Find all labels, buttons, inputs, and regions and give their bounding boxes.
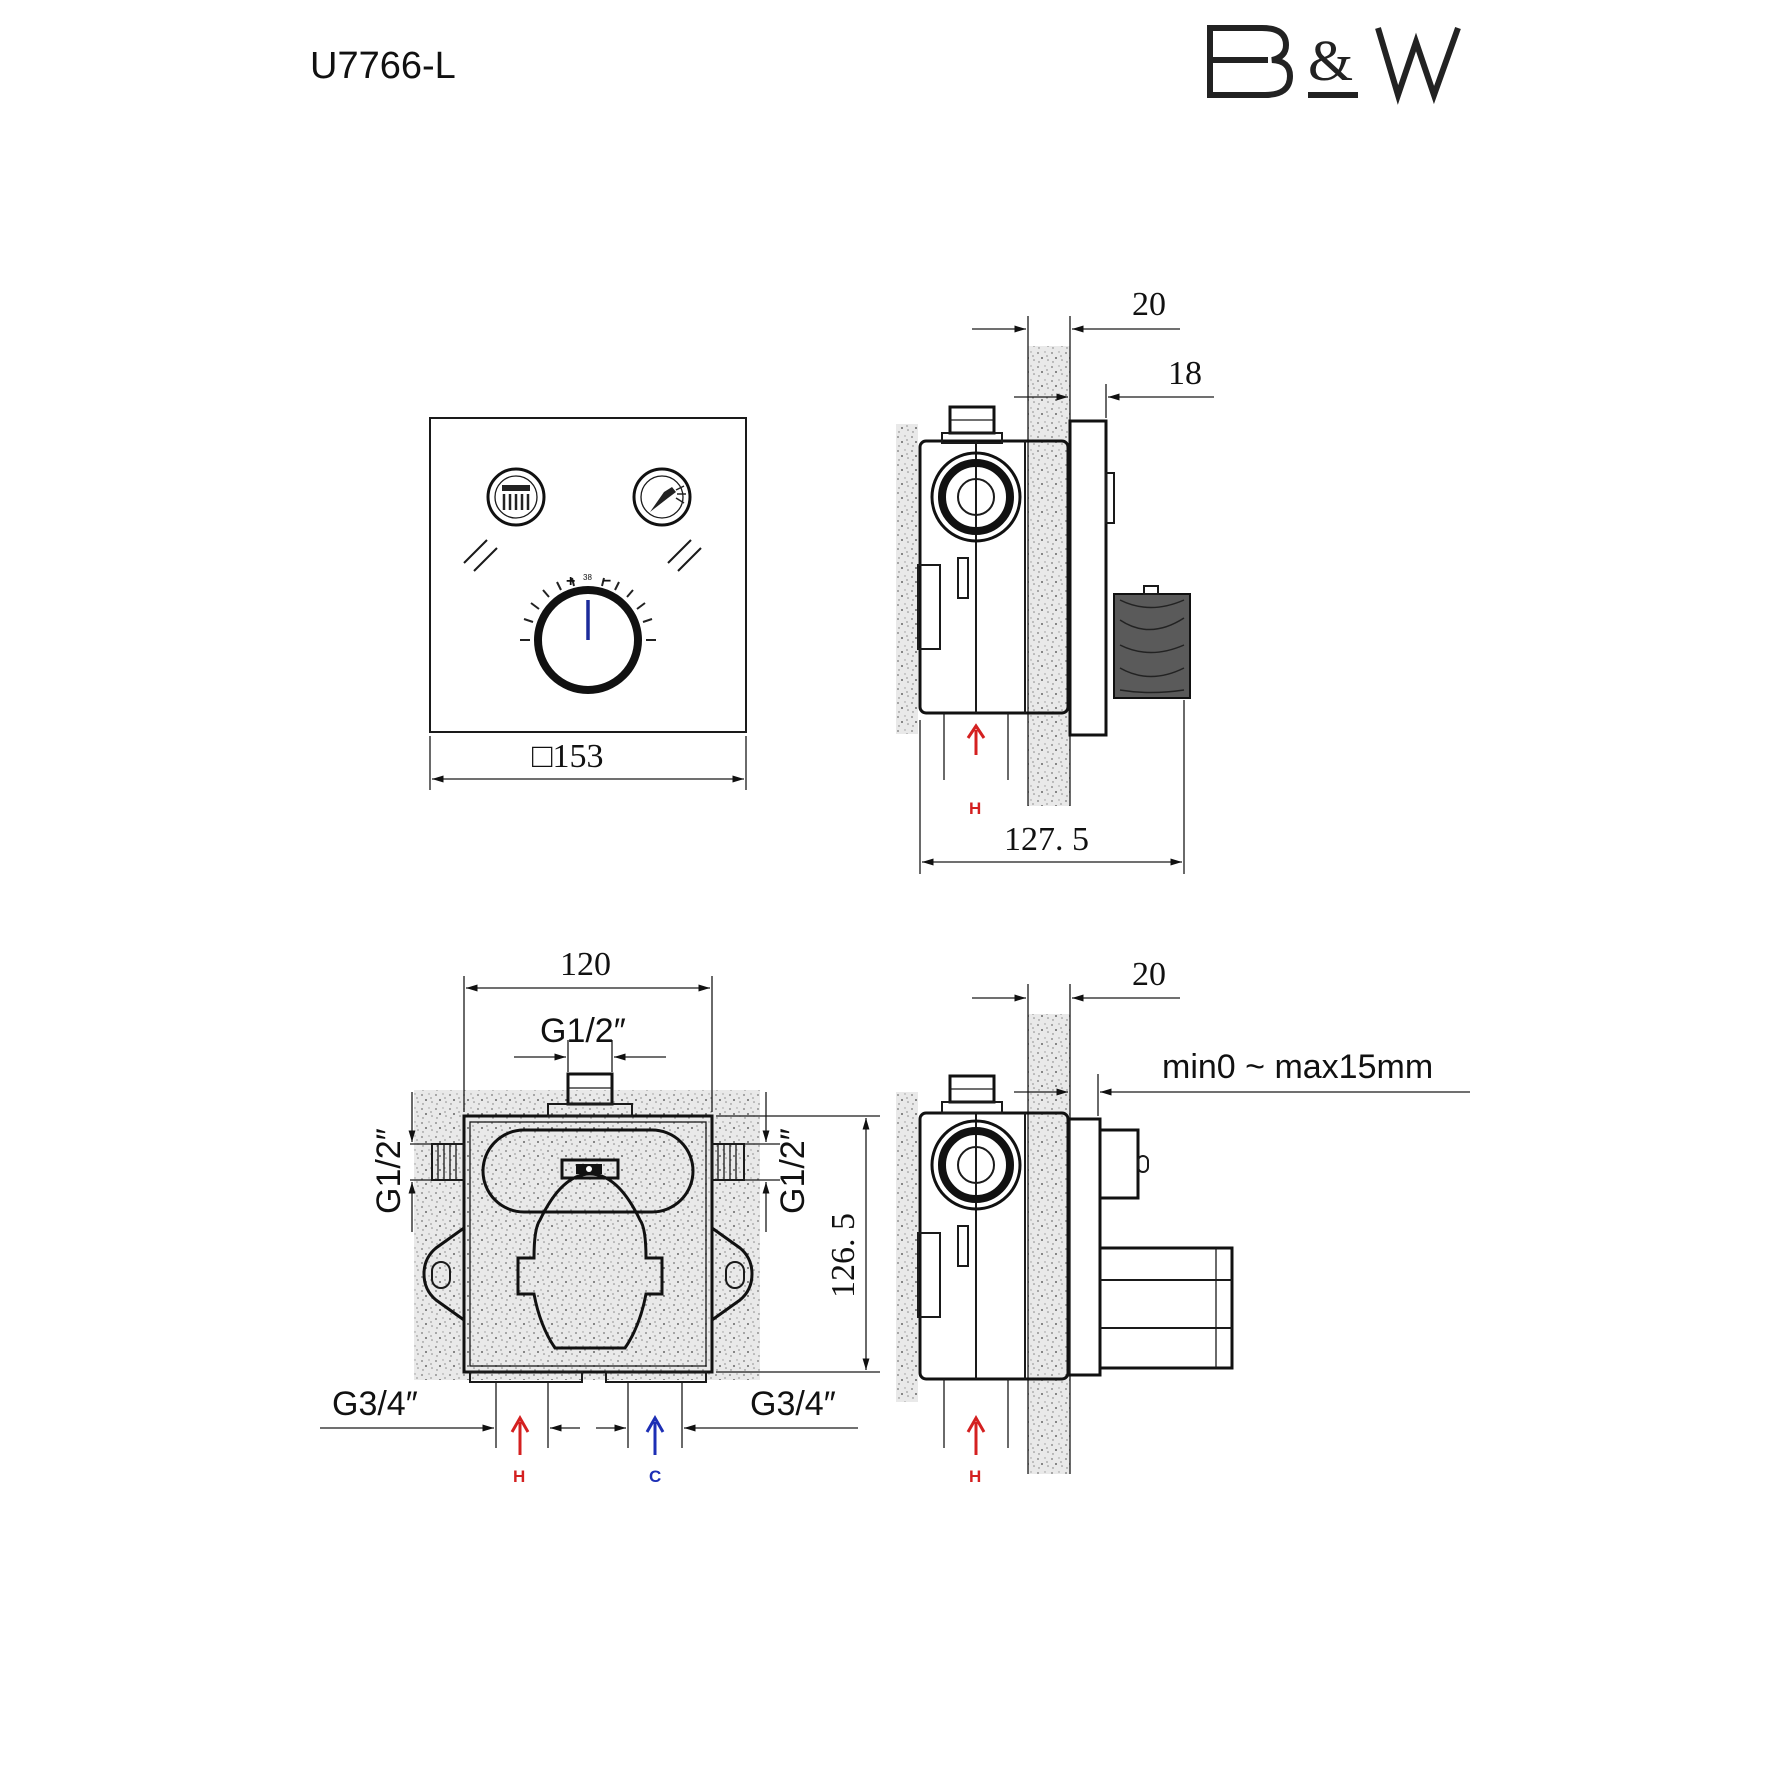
side-view-bottom: H 20 min0 ~ max15mm [896,956,1470,1486]
cartridge-cover [516,1172,664,1350]
wall-section [1028,346,1070,806]
right-outlet-thread [711,1143,745,1181]
cover-plate-section [1068,419,1108,737]
hot-inlet-label: H [969,799,981,818]
dial-plus-mark: + [566,573,575,590]
protection-plug [1098,1246,1234,1370]
outlet-port [930,451,1022,543]
cover-plate [429,417,747,733]
dim-adjust-range: min0 ~ max15mm [1162,1048,1433,1086]
mount-tab-left [422,1226,465,1322]
dim-box-width: 120 [560,946,611,983]
hot-inlet-arrow: H [966,723,986,818]
dim-wall-thickness-bottom: 20 [1132,956,1166,993]
hot-inlet-arrow: H [510,1414,530,1486]
gloss-marks-right [667,539,702,572]
thermostat-dial: + − 38 [520,573,656,694]
dim-left-inlet: G3/4″ [332,1385,418,1423]
hot-inlet-label: H [513,1467,525,1486]
dim-left-outlet: G1/2″ [370,1128,408,1214]
dim-right-inlet: G3/4″ [750,1385,836,1423]
front-view: + − 38 □153 [429,417,747,790]
dim-wall-thickness: 20 [1132,286,1166,323]
side-view-top: H 20 18 127. 5 [896,286,1214,874]
dim-plate-size: □153 [532,738,604,775]
dim-plate-offset: 18 [1168,355,1202,392]
hand-shower-icon [632,467,692,527]
cold-inlet-label: C [649,1467,661,1486]
wall-section-bottom [1028,1014,1070,1474]
gloss-marks-left [463,539,498,572]
valve-body [918,439,1070,715]
mount-tab-right [711,1226,754,1322]
hot-inlet-arrow: H [966,1414,986,1486]
thermostat-knob-side [1113,585,1191,699]
box-view: H C 120 G1/2″ G1/2″ G1/2″ 126. [320,946,880,1486]
dim-top-outlet: G1/2″ [540,1012,626,1050]
dial-minus-mark: − [602,573,611,590]
spirit-level [560,1158,620,1180]
cold-inlet-arrow: C [645,1414,665,1486]
dial-temp-mark: 38 [583,573,592,582]
brand-logo: & [1207,25,1461,105]
left-outlet-thread [431,1143,465,1181]
level-window [481,1128,695,1214]
dim-total-depth: 127. 5 [1004,821,1089,858]
overhead-shower-icon [486,467,546,527]
hot-inlet-label: H [969,1467,981,1486]
dim-right-outlet: G1/2″ [774,1128,812,1214]
model-code: U7766-L [310,45,456,87]
svg-text:&: & [1308,28,1353,93]
dim-box-height: 126. 5 [825,1213,862,1298]
